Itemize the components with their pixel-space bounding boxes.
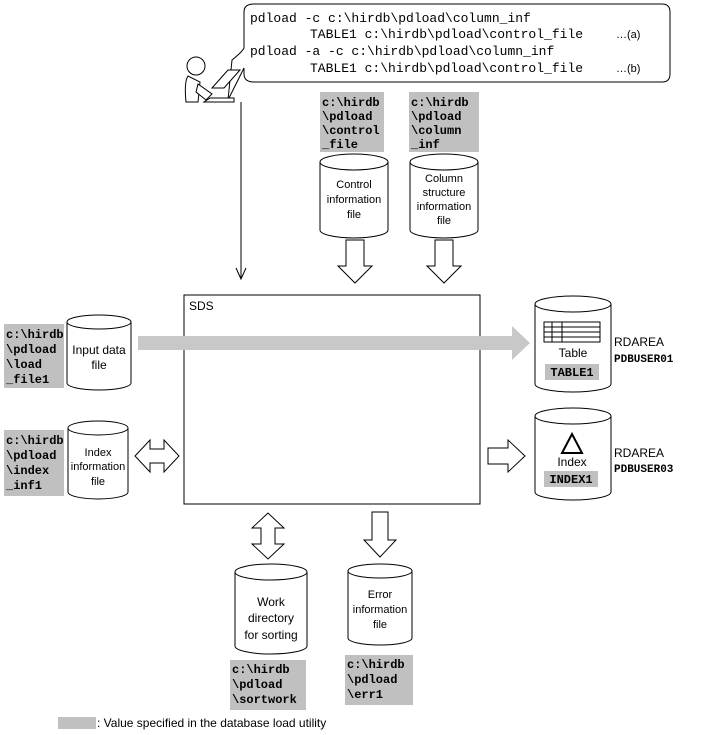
legend-text: : Value specified in the database load u… bbox=[97, 716, 326, 730]
input-file-path-line: \load bbox=[6, 358, 42, 372]
column-file-cylinder: Column structure information file bbox=[409, 153, 479, 239]
index-rdarea-label: RDAREA bbox=[614, 446, 664, 460]
input-file-path-line: c:\hirdb bbox=[6, 328, 64, 342]
column-file-path-bg bbox=[409, 92, 479, 152]
index-name-bg bbox=[544, 471, 598, 487]
work-dir-path: c:\hirdb \pdload \sortwork bbox=[230, 660, 306, 710]
command-marker-b: …(b) bbox=[616, 63, 640, 75]
input-file-label: file bbox=[91, 358, 107, 372]
control-file-cylinder: Control information file bbox=[319, 153, 389, 239]
column-file-path-line: _inf bbox=[410, 138, 440, 152]
index-file-path-line: _inf1 bbox=[5, 479, 42, 493]
table-icon bbox=[543, 321, 601, 343]
work-dir-label: Work bbox=[257, 595, 286, 609]
index-file-cylinder: Index information file bbox=[67, 420, 129, 500]
column-file-label: information bbox=[417, 201, 471, 213]
legend-swatch bbox=[58, 717, 96, 729]
control-file-path-line: c:\hirdb bbox=[322, 96, 380, 110]
input-file-path-line: \pdload bbox=[6, 343, 56, 357]
index-icon-label: Index bbox=[557, 455, 586, 469]
command-marker-a: …(a) bbox=[616, 29, 640, 41]
work-dir-cylinder: Work directory for sorting bbox=[234, 563, 308, 655]
column-file-down-arrow bbox=[425, 239, 463, 284]
command-flow-arrowhead bbox=[235, 267, 247, 281]
index-triangle-icon bbox=[560, 431, 584, 454]
index-file-label: information bbox=[71, 461, 125, 473]
command-line-4: TABLE1 c:\hirdb\pdload\control_file bbox=[310, 61, 583, 76]
command-line-2: TABLE1 c:\hirdb\pdload\control_file bbox=[310, 27, 583, 42]
table-icon-label: Table bbox=[559, 346, 588, 360]
table-rdarea-label: RDAREA bbox=[614, 335, 664, 349]
index-file-path-bg bbox=[4, 430, 64, 496]
error-file-path-bg bbox=[345, 655, 413, 705]
error-file-path: c:\hirdb \pdload \err1 bbox=[345, 655, 413, 705]
user-terminal-icon bbox=[184, 56, 242, 103]
column-file-label: file bbox=[437, 215, 451, 227]
error-file-label: information bbox=[353, 604, 407, 616]
work-dir-path-line: \pdload bbox=[232, 678, 282, 692]
error-file-label: Error bbox=[368, 589, 393, 601]
command-line-3: pdload -a -c c:\hirdb\pdload\column_inf bbox=[250, 44, 554, 59]
index-file-label: file bbox=[91, 476, 105, 488]
table-rdarea-cylinder: Table TABLE1 bbox=[534, 295, 612, 393]
index-name: INDEX1 bbox=[549, 473, 592, 487]
table-name-bg bbox=[545, 364, 599, 380]
index-file-path: c:\hirdb \pdload \index _inf1 bbox=[4, 430, 64, 496]
index-file-bidirectional-arrow bbox=[134, 438, 180, 474]
control-file-path-bg bbox=[320, 92, 384, 152]
work-dir-path-line: \sortwork bbox=[232, 693, 297, 707]
index-rdarea-name: PDBUSER03 bbox=[614, 464, 674, 476]
work-dir-label: directory bbox=[248, 611, 294, 625]
input-file-path-line: _file1 bbox=[5, 373, 49, 387]
work-dir-path-line: c:\hirdb bbox=[232, 663, 290, 677]
work-dir-bidirectional-arrow bbox=[250, 512, 286, 560]
table-rdarea-name: PDBUSER01 bbox=[614, 354, 674, 366]
error-file-path-line: c:\hirdb bbox=[347, 658, 405, 672]
index-file-path-line: \index bbox=[6, 464, 49, 478]
column-file-label: structure bbox=[423, 187, 466, 199]
error-file-down-arrow bbox=[362, 511, 398, 558]
error-file-cylinder: Error information file bbox=[347, 563, 413, 646]
control-file-label: information bbox=[327, 194, 381, 206]
input-file-cylinder: Input data file bbox=[66, 314, 132, 391]
work-dir-path-bg bbox=[230, 660, 306, 710]
control-file-label: Control bbox=[336, 179, 371, 191]
column-file-path-line: \pdload bbox=[411, 110, 461, 124]
index-file-label: Index bbox=[85, 447, 112, 459]
index-output-arrow bbox=[487, 438, 526, 474]
error-file-path-line: \err1 bbox=[347, 688, 383, 702]
sds-label: SDS bbox=[189, 299, 214, 313]
input-file-path: c:\hirdb \pdload \load _file1 bbox=[4, 324, 64, 388]
error-file-path-line: \pdload bbox=[347, 673, 397, 687]
data-flow-arrow bbox=[138, 326, 530, 360]
column-file-path-line: \column bbox=[411, 124, 461, 138]
input-file-label: Input data bbox=[72, 343, 126, 357]
column-file-path: c:\hirdb \pdload \column _inf bbox=[409, 92, 479, 152]
column-file-path-line: c:\hirdb bbox=[411, 96, 469, 110]
control-file-label: file bbox=[347, 209, 361, 221]
control-file-path-line: _file bbox=[321, 138, 358, 152]
control-file-path-line: \control bbox=[322, 124, 380, 138]
command-line-1: pdload -c c:\hirdb\pdload\column_inf bbox=[250, 11, 531, 26]
table-name: TABLE1 bbox=[550, 366, 593, 380]
speech-bubble-outline bbox=[227, 3, 671, 101]
index-file-path-line: c:\hirdb bbox=[6, 434, 64, 448]
error-file-label: file bbox=[373, 619, 387, 631]
control-file-path-line: \pdload bbox=[322, 110, 372, 124]
control-file-down-arrow bbox=[336, 239, 374, 284]
index-rdarea-cylinder: Index INDEX1 bbox=[534, 407, 612, 501]
work-dir-label: for sorting bbox=[244, 628, 297, 642]
input-file-path-bg bbox=[4, 324, 64, 388]
sds-box bbox=[183, 294, 481, 505]
index-file-path-line: \pdload bbox=[6, 449, 56, 463]
command-bubble: pdload -c c:\hirdb\pdload\column_inf TAB… bbox=[227, 3, 671, 101]
column-file-label: Column bbox=[425, 173, 463, 185]
control-file-path: c:\hirdb \pdload \control _file bbox=[320, 92, 384, 152]
